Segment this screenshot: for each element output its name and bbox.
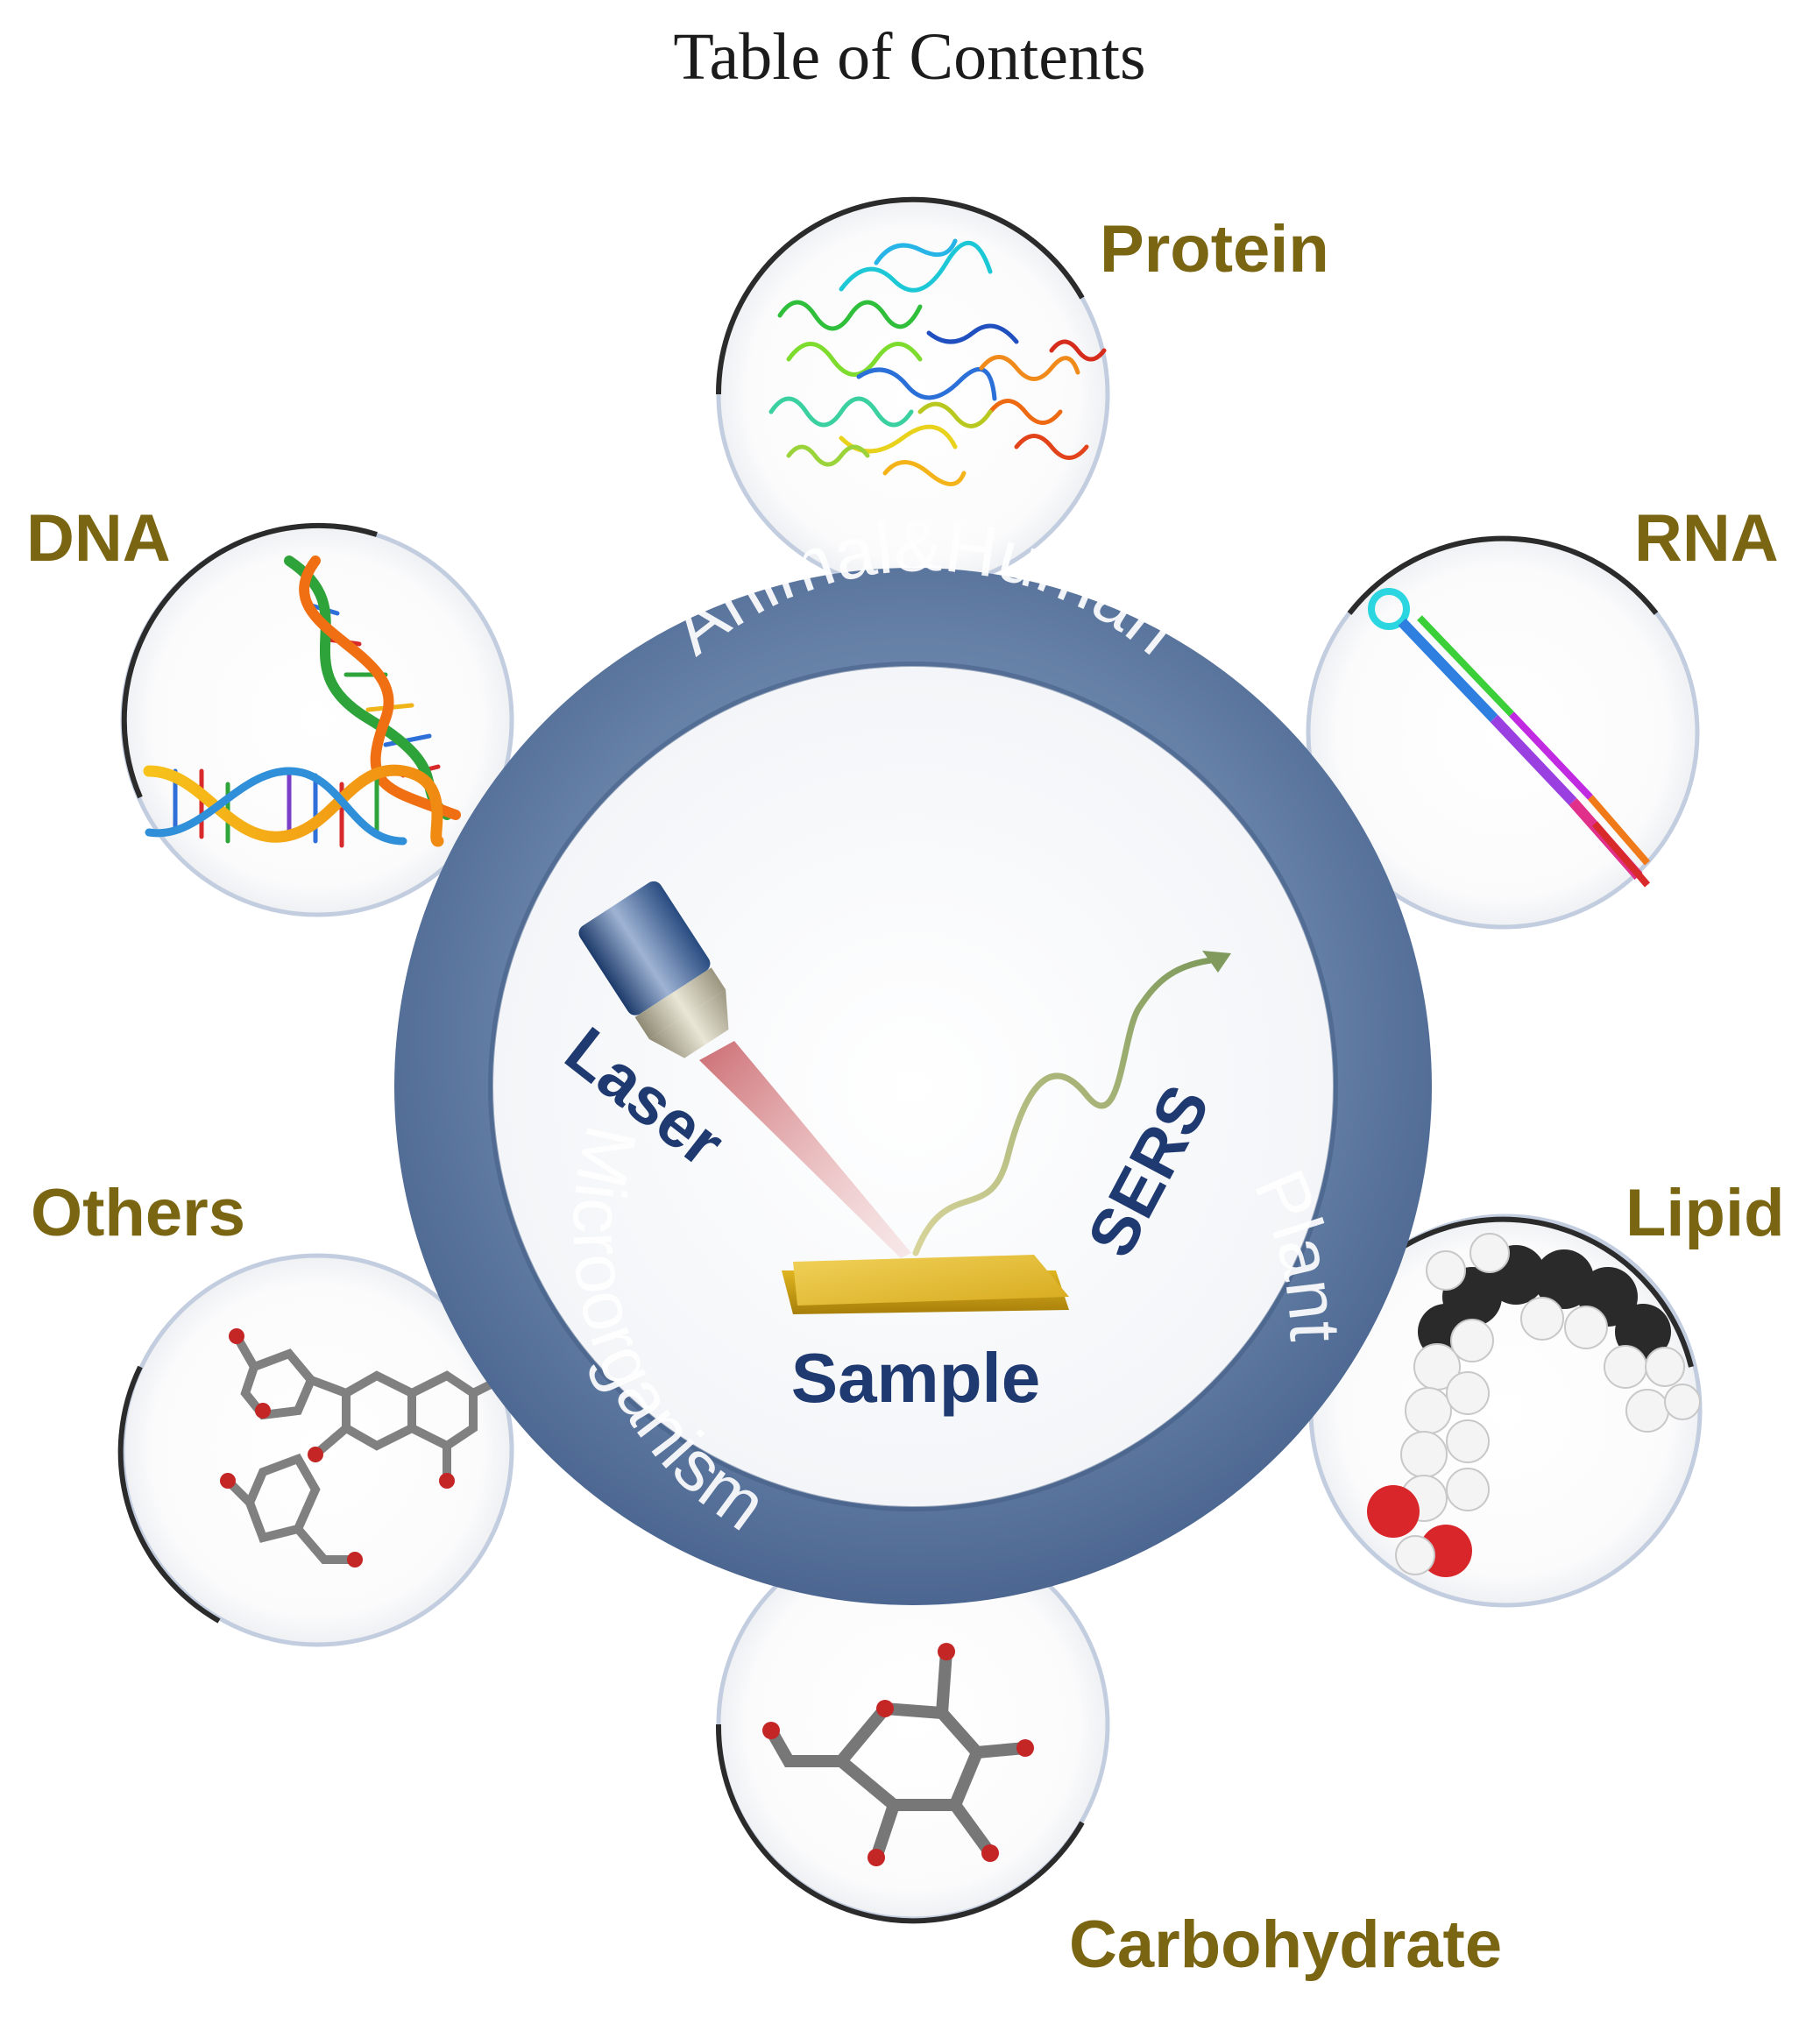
figure-title: Table of Contents bbox=[673, 20, 1145, 94]
label-others: Others bbox=[31, 1176, 245, 1250]
dna-helix-icon bbox=[143, 556, 461, 848]
sers-substrate-icon bbox=[782, 1255, 1069, 1314]
label-rna: RNA bbox=[1634, 501, 1779, 576]
bubble-rna bbox=[1306, 535, 1700, 930]
protein-ribbon-icon bbox=[768, 238, 1107, 486]
bubble-protein bbox=[715, 196, 1110, 591]
label-sample: Sample bbox=[791, 1339, 1041, 1417]
others-oxygen-atoms bbox=[220, 1328, 507, 1568]
rna-hairpin-icon bbox=[1368, 588, 1651, 888]
label-lipid: Lipid bbox=[1625, 1176, 1785, 1250]
source-ring bbox=[394, 568, 1432, 1605]
bubble-dna bbox=[120, 522, 514, 917]
bubble-lipid bbox=[1308, 1214, 1703, 1608]
label-carbohydrate: Carbohydrate bbox=[1069, 1907, 1502, 1982]
lipid-spacefill-icon bbox=[1367, 1233, 1701, 1577]
laser-beam bbox=[699, 1041, 911, 1258]
carbohydrate-ring-icon bbox=[762, 1643, 1034, 1866]
sers-wave-icon bbox=[912, 951, 1231, 1256]
label-dna: DNA bbox=[26, 501, 171, 576]
label-protein: Protein bbox=[1100, 212, 1329, 287]
laser-objective-icon bbox=[578, 881, 729, 1058]
